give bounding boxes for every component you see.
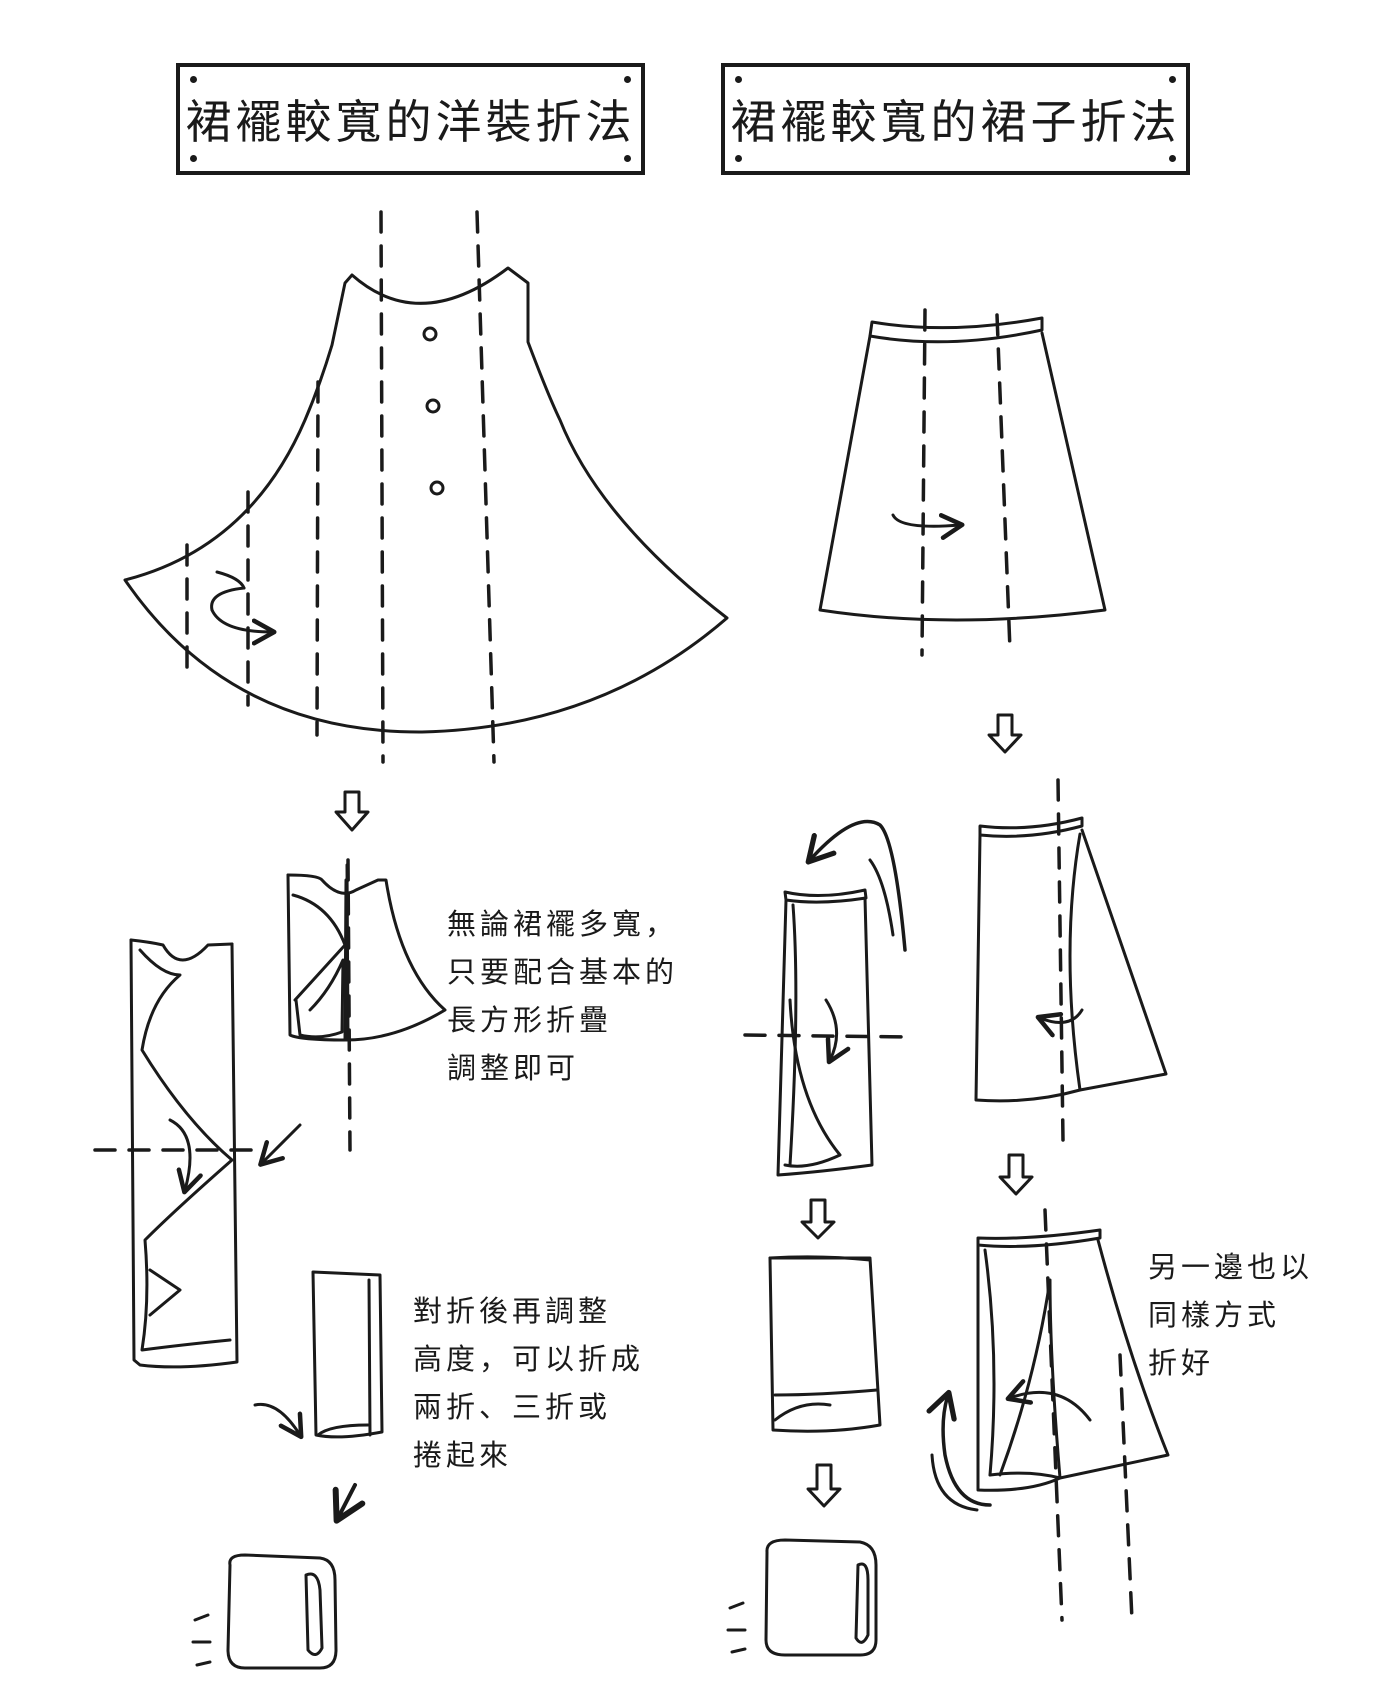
dress-fold-lines — [187, 212, 494, 762]
skirt-down-arrow-1 — [989, 715, 1021, 752]
dress-buttons — [424, 328, 443, 494]
dress-down-arrow-2 — [338, 1485, 355, 1518]
dress-final-roll — [193, 1555, 336, 1668]
dress-step4 — [255, 1272, 382, 1437]
note-adjust: 無論裙襬多寬， 只要配合基本的 長方形折疊 調整即可 — [447, 900, 678, 1092]
note-adjust-line-3: 長方形折疊 — [447, 996, 678, 1044]
dress-down-arrow-1 — [336, 792, 368, 830]
skirt-step2 — [976, 780, 1166, 1140]
skirt-fold-arrow-1 — [893, 515, 960, 526]
skirt-down-arrow-3 — [1000, 1155, 1032, 1194]
dress-step2 — [288, 860, 445, 1150]
note-other-side-line-3: 折好 — [1148, 1339, 1313, 1387]
note-other-side: 另一邊也以 同樣方式 折好 — [1148, 1243, 1313, 1387]
dress-step3 — [95, 940, 300, 1367]
note-fold-line-1: 對折後再調整 — [413, 1287, 644, 1335]
note-other-side-line-1: 另一邊也以 — [1148, 1243, 1313, 1291]
skirt-final-roll — [728, 1540, 876, 1655]
skirt-down-arrow-2 — [802, 1200, 834, 1238]
note-fold-line-3: 兩折、三折或 — [413, 1383, 644, 1431]
skirt-step5 — [932, 1210, 1168, 1620]
skirt-fold-lines — [922, 310, 1010, 655]
note-adjust-line-4: 調整即可 — [447, 1044, 678, 1092]
note-fold: 對折後再調整 高度，可以折成 兩折、三折或 捲起來 — [413, 1287, 644, 1479]
note-fold-line-4: 捲起來 — [413, 1431, 644, 1479]
note-fold-line-2: 高度，可以折成 — [413, 1335, 644, 1383]
note-adjust-line-2: 只要配合基本的 — [447, 948, 678, 996]
note-other-side-line-2: 同樣方式 — [1148, 1291, 1313, 1339]
note-adjust-line-1: 無論裙襬多寬， — [447, 900, 678, 948]
skirt-flat — [820, 318, 1105, 620]
skirt-step3 — [745, 822, 910, 1175]
skirt-step4 — [770, 1257, 880, 1431]
skirt-down-arrow-4 — [808, 1465, 840, 1506]
dress-fold-arrows — [212, 572, 272, 632]
